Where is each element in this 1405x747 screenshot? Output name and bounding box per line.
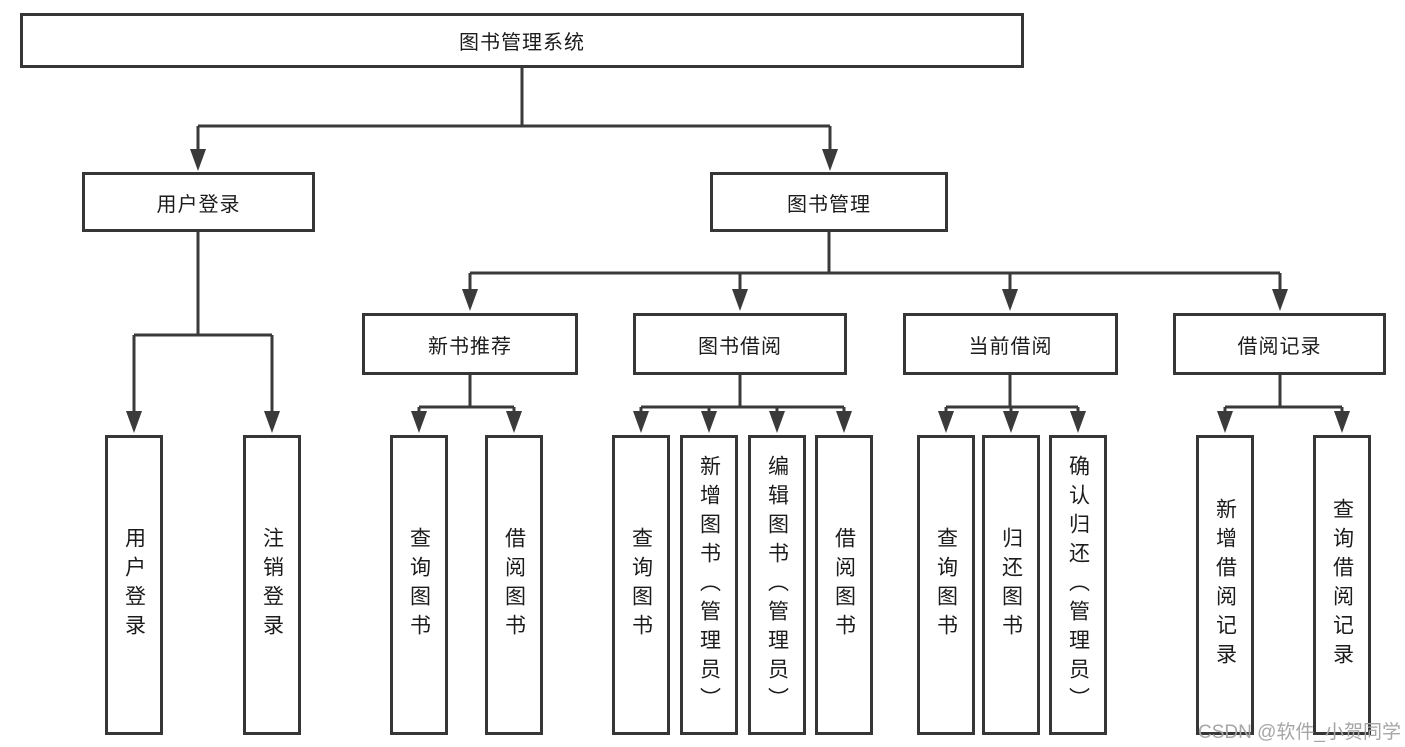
node-book-mgmt-label: 图书管理 [787, 193, 871, 216]
leaf-query-books-recommend-label: 查询图书 [407, 527, 431, 643]
leaf-add-borrow-record: 新增借阅记录 [1196, 435, 1254, 735]
node-current-borrow: 当前借阅 [903, 313, 1118, 375]
connector-recommend-split [417, 375, 516, 419]
leaf-query-books-borrow: 查询图书 [612, 435, 670, 735]
leaf-borrow-books: 借阅图书 [815, 435, 873, 735]
leaf-query-books-borrow-label: 查询图书 [629, 527, 653, 643]
leaf-query-books-current-label: 查询图书 [934, 527, 958, 643]
leaf-borrow-books-recommend-label: 借阅图书 [502, 527, 526, 643]
connector-borrow-split [639, 375, 846, 419]
leaf-confirm-return-admin: 确认归还（管理员） [1049, 435, 1107, 735]
leaf-borrow-books-recommend: 借阅图书 [485, 435, 543, 735]
node-user-login-label: 用户登录 [156, 193, 241, 216]
leaf-return-book: 归还图书 [982, 435, 1040, 735]
node-book-borrow: 图书借阅 [633, 313, 847, 375]
leaf-logout-label: 注销登录 [260, 527, 284, 643]
csdn-watermark: CSDN @软件_小贺同学 [1198, 722, 1401, 743]
leaf-borrow-books-label: 借阅图书 [832, 527, 856, 643]
leaf-query-borrow-record-label: 查询借阅记录 [1330, 498, 1354, 672]
leaf-query-borrow-record: 查询借阅记录 [1313, 435, 1371, 735]
leaf-confirm-return-admin-label: 确认归还（管理员） [1066, 454, 1090, 716]
node-book-borrow-label: 图书借阅 [698, 335, 782, 358]
leaf-user-login-label: 用户登录 [122, 527, 146, 643]
leaf-edit-book-admin: 编辑图书（管理员） [748, 435, 806, 735]
node-root: 图书管理系统 [20, 13, 1024, 68]
node-book-mgmt: 图书管理 [710, 172, 948, 232]
leaf-user-login: 用户登录 [105, 435, 163, 735]
leaf-logout: 注销登录 [243, 435, 301, 735]
leaf-query-books-recommend: 查询图书 [390, 435, 448, 735]
node-new-book-recommend-label: 新书推荐 [428, 335, 512, 358]
connector-records-split [1223, 375, 1344, 419]
node-root-label: 图书管理系统 [459, 32, 585, 54]
arrowheads [126, 149, 1350, 433]
leaf-add-borrow-record-label: 新增借阅记录 [1213, 498, 1237, 672]
leaf-add-book-admin: 新增图书（管理员） [680, 435, 738, 735]
connector-user-login-split [132, 232, 274, 419]
node-new-book-recommend: 新书推荐 [362, 313, 578, 375]
connector-book-mgmt-split [468, 232, 1282, 297]
node-current-borrow-label: 当前借阅 [968, 335, 1053, 358]
connector-root-split [196, 68, 832, 156]
leaf-query-books-current: 查询图书 [917, 435, 975, 735]
node-borrow-records: 借阅记录 [1173, 313, 1386, 375]
leaf-return-book-label: 归还图书 [999, 527, 1023, 643]
node-borrow-records-label: 借阅记录 [1237, 335, 1322, 358]
leaf-add-book-admin-label: 新增图书（管理员） [697, 454, 721, 716]
node-user-login: 用户登录 [82, 172, 315, 232]
leaf-edit-book-admin-label: 编辑图书（管理员） [765, 454, 789, 716]
